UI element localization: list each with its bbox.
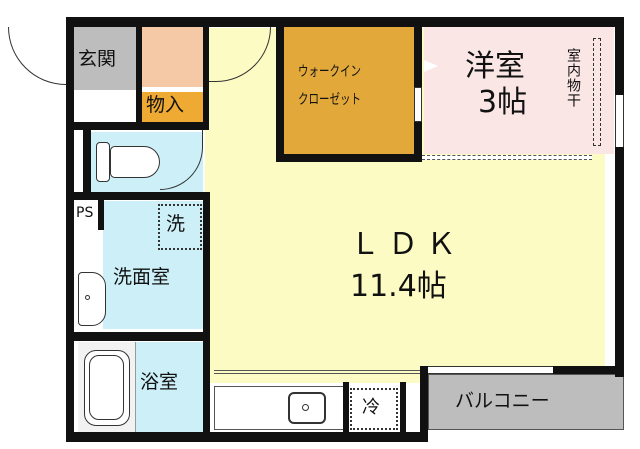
monoire-label: 物入 bbox=[146, 94, 185, 116]
wall-bottom bbox=[66, 432, 426, 442]
yoshitsu-size: 3帖 bbox=[478, 85, 528, 120]
wall-entry-bottom bbox=[74, 122, 209, 130]
indoor-drying-pole bbox=[593, 38, 601, 146]
wall-fridge-right bbox=[400, 382, 406, 437]
yokushitsu-area bbox=[136, 342, 203, 432]
wic-door[interactable] bbox=[414, 87, 422, 122]
indoor-drying-label: 室内物干 bbox=[565, 48, 581, 108]
genkan-area bbox=[74, 25, 136, 90]
balcony-area bbox=[428, 374, 624, 430]
wall-bath-top bbox=[74, 332, 210, 341]
ldk-counter-line bbox=[214, 370, 420, 374]
fridge-area bbox=[348, 386, 400, 430]
genkan-label: 玄関 bbox=[78, 48, 117, 70]
fridge-label: 冷 bbox=[362, 397, 380, 418]
yokushitsu-label: 浴室 bbox=[140, 371, 179, 393]
washer-space bbox=[158, 204, 202, 250]
yoshitsu-window[interactable] bbox=[615, 95, 624, 147]
yoshitsu-label: 洋室 bbox=[465, 49, 525, 84]
wall-toilet-left bbox=[83, 130, 91, 195]
monoire-area bbox=[142, 92, 204, 122]
wall-wic-right-lower bbox=[414, 122, 422, 162]
wic-door-arrow bbox=[424, 60, 438, 72]
walkin-closet-area bbox=[284, 26, 414, 154]
kitchen-sink-icon bbox=[288, 392, 326, 424]
entrance-door-swing[interactable] bbox=[8, 27, 66, 85]
wall-wet-right bbox=[203, 192, 210, 442]
entry-step bbox=[74, 90, 136, 125]
wall-wic-right bbox=[414, 27, 422, 87]
wall-left bbox=[66, 17, 74, 442]
washer-label: 洗 bbox=[166, 213, 186, 235]
yoshitsu-sliding-door[interactable] bbox=[422, 155, 592, 160]
balcony-label: バルコニー bbox=[455, 390, 550, 412]
senmenshitsu-label: 洗面室 bbox=[113, 266, 171, 288]
wall-right bbox=[615, 17, 624, 377]
bathtub-icon bbox=[84, 350, 130, 426]
ldk-size: 11.4帖 bbox=[350, 269, 447, 304]
walkin-closet-label-2: クローゼット bbox=[298, 92, 361, 108]
senmenshitsu-area bbox=[103, 201, 203, 329]
toilet-icon bbox=[96, 142, 164, 182]
wall-toilet-bottom bbox=[74, 192, 209, 200]
balcony-window[interactable] bbox=[428, 366, 553, 374]
wall-genkan-divider bbox=[136, 27, 142, 127]
ldk-label: ＬＤＫ bbox=[350, 227, 464, 262]
washbasin-icon bbox=[78, 272, 106, 326]
wall-balcony-left bbox=[420, 366, 428, 442]
yoshitsu-area bbox=[424, 26, 614, 154]
walkin-closet-label-1: ウォークイン bbox=[298, 64, 361, 80]
fridge-space bbox=[350, 388, 398, 430]
wall-wic-bottom bbox=[276, 154, 421, 162]
shoe-storage bbox=[142, 25, 204, 87]
wall-wic-left bbox=[276, 27, 284, 161]
wall-balcony-top bbox=[553, 366, 624, 374]
wall-ps-right bbox=[98, 200, 104, 230]
wall-monoire-right bbox=[203, 27, 209, 127]
ps-label: PS bbox=[76, 205, 94, 221]
wall-fridge-left bbox=[343, 382, 349, 437]
wall-top bbox=[66, 17, 624, 27]
